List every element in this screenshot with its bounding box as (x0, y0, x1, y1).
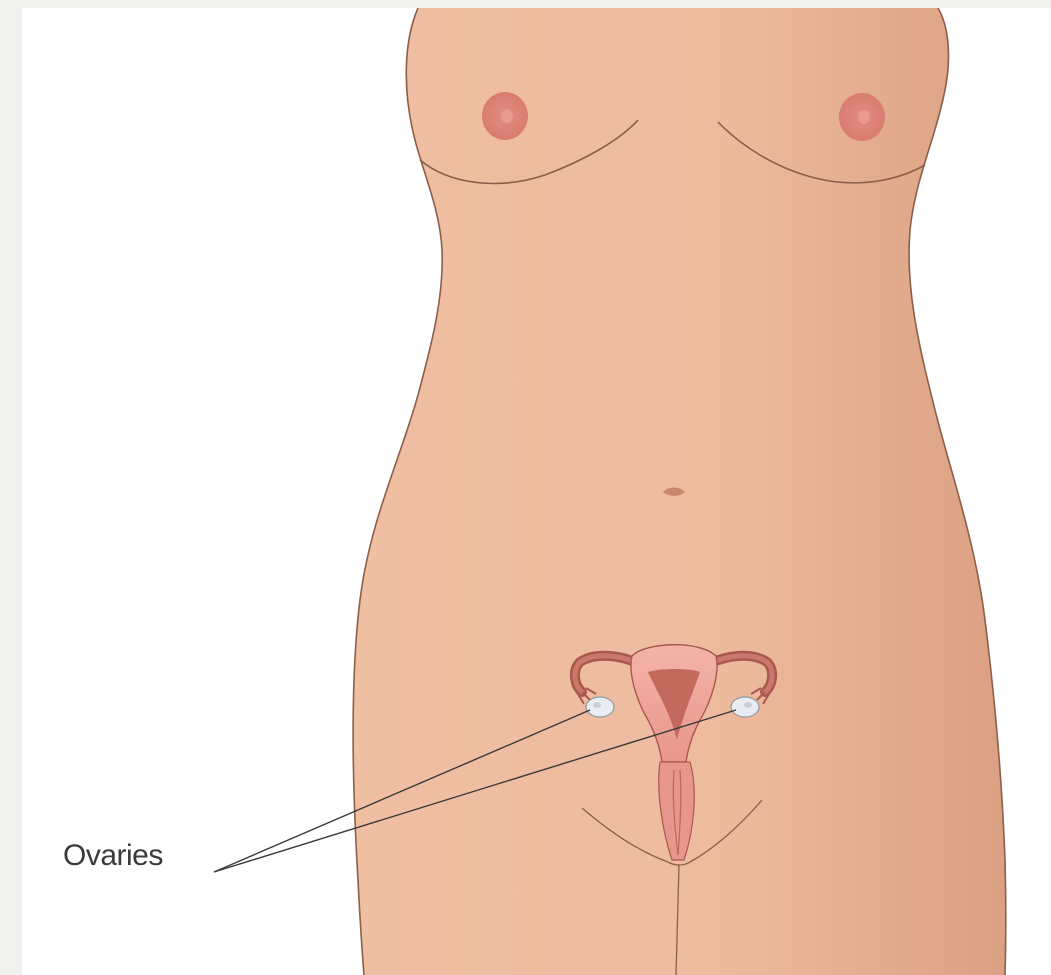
left-ovary-detail (593, 702, 601, 708)
left-nipple-center (501, 109, 513, 123)
right-ovary-detail (744, 702, 752, 708)
ovaries-label: Ovaries (63, 841, 163, 871)
right-nipple-center (858, 110, 870, 124)
left-ovary (586, 697, 614, 717)
right-ovary (731, 697, 759, 717)
